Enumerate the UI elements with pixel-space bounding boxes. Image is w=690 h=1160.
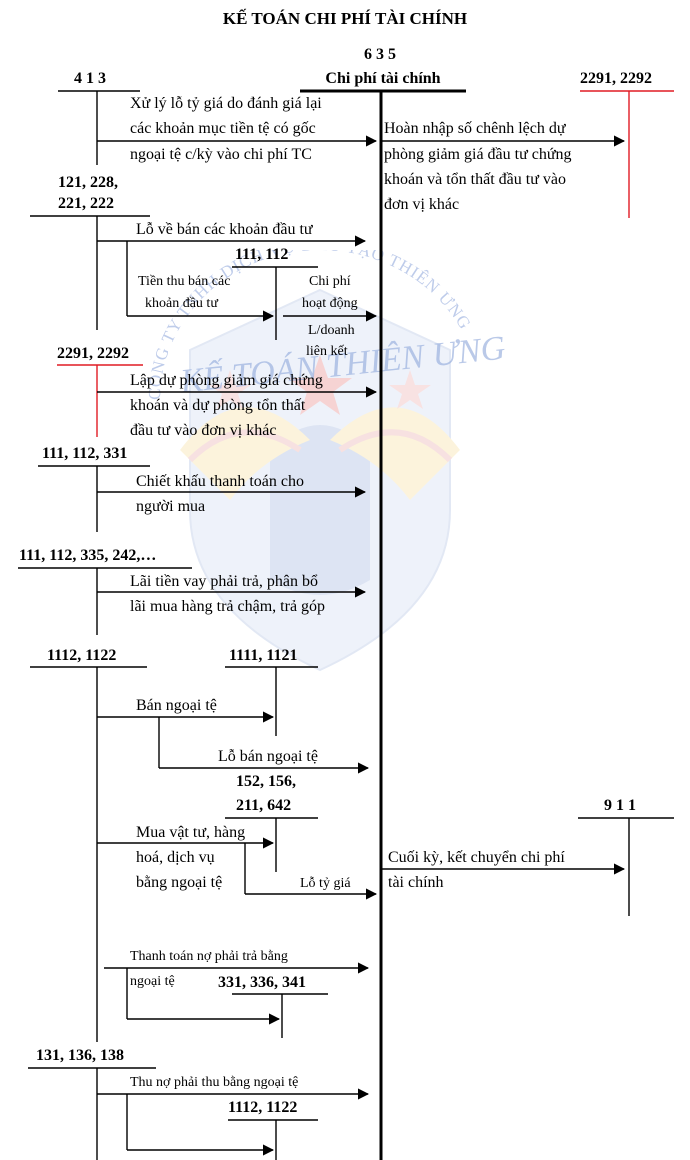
thu-no: Thu nợ phải thu bằng ngoại tệ [130, 1075, 299, 1090]
account-152-line1: 152, 156, [236, 773, 296, 790]
lo-ban-dau-tu: Lỗ về bán các khoản đầu tư [136, 221, 313, 238]
account-413: 4 1 3 [74, 70, 106, 87]
watermark-logo: CÔNG TY TNHH DỊCH VỤ ĐÀO TẠO THIÊN ƯNG K… [145, 250, 507, 672]
lo-ty-gia: Lỗ tỷ giá [300, 876, 351, 891]
chiet-khau-line2: người mua [136, 498, 206, 515]
xu-ly-ty-gia-line3: ngoại tệ c/kỳ vào chi phí TC [130, 146, 312, 163]
ban-ngoai-te: Bán ngoại tệ [136, 697, 217, 714]
chiet-khau-line1: Chiết khấu thanh toán cho [136, 473, 304, 490]
account-1112-1122-b: 1112, 1122 [228, 1099, 298, 1116]
account-152-line2: 211, 642 [236, 797, 292, 814]
account-131-136-138: 131, 136, 138 [36, 1047, 124, 1064]
hoan-nhap-line2: phòng giảm giá đầu tư chứng [384, 146, 572, 163]
lap-du-phong-line1: Lập dự phòng giảm giá chứng [130, 372, 323, 389]
page-title: KẾ TOÁN CHI PHÍ TÀI CHÍNH [222, 9, 468, 28]
account-111-112-331: 111, 112, 331 [42, 445, 128, 462]
cuoi-ky-line2: tài chính [388, 874, 444, 891]
hoan-nhap-line1: Hoàn nhập số chênh lệch dự [384, 120, 566, 137]
account-2291-mid: 2291, 2292 [57, 345, 129, 362]
lai-tien-vay-line1: Lãi tiền vay phải trả, phân bổ [130, 573, 318, 590]
tien-thu-line1: Tiền thu bán các [138, 274, 231, 289]
lap-du-phong-line3: đầu tư vào đơn vị khác [130, 422, 277, 439]
account-121-line1: 121, 228, [58, 174, 118, 191]
account-911: 9 1 1 [604, 797, 636, 814]
lo-ban-ngoai-te: Lỗ bán ngoại tệ [218, 748, 318, 765]
lai-tien-vay-line2: lãi mua hàng trả chậm, trả góp [130, 598, 326, 615]
xu-ly-ty-gia-line1: Xử lý lỗ tỷ giá do đánh giá lại [130, 95, 322, 112]
mua-vat-tu-line3: bằng ngoại tệ [136, 874, 223, 891]
thanh-toan-no-line1: Thanh toán nợ phải trả bằng [130, 949, 288, 964]
account-111-112-335: 111, 112, 335, 242,… [19, 547, 157, 564]
account-121-line2: 221, 222 [58, 195, 114, 212]
chi-phi-lien-ket-line3: L/doanh [308, 323, 355, 338]
chi-phi-lien-ket-line4: liên kết [306, 344, 348, 359]
account-111-112-a: 111, 112 [235, 246, 289, 263]
account-1112-1122-a: 1112, 1122 [47, 647, 117, 664]
thanh-toan-no-line2: ngoại tệ [130, 974, 175, 989]
mua-vat-tu-line2: hoá, dịch vụ [136, 849, 215, 866]
main-account-number: 6 3 5 [364, 46, 396, 63]
main-account-name: Chi phí tài chính [325, 70, 441, 87]
chi-phi-lien-ket-line2: hoạt động [302, 296, 358, 311]
account-1111-1121: 1111, 1121 [229, 647, 298, 664]
account-2291-top: 2291, 2292 [580, 70, 652, 87]
hoan-nhap-line4: đơn vị khác [384, 196, 460, 213]
cuoi-ky-line1: Cuối kỳ, kết chuyển chi phí [388, 849, 565, 866]
account-331-336-341: 331, 336, 341 [218, 974, 306, 991]
mua-vat-tu-line1: Mua vật tư, hàng [136, 824, 246, 841]
chi-phi-lien-ket-line1: Chi phí [309, 274, 351, 289]
tien-thu-line2: khoản đầu tư [145, 296, 218, 311]
xu-ly-ty-gia-line2: các khoản mục tiền tệ có gốc [130, 120, 316, 137]
lap-du-phong-line2: khoán và dự phòng tổn thất [130, 397, 306, 414]
hoan-nhap-line3: khoán và tổn thất đầu tư vào [384, 171, 566, 188]
